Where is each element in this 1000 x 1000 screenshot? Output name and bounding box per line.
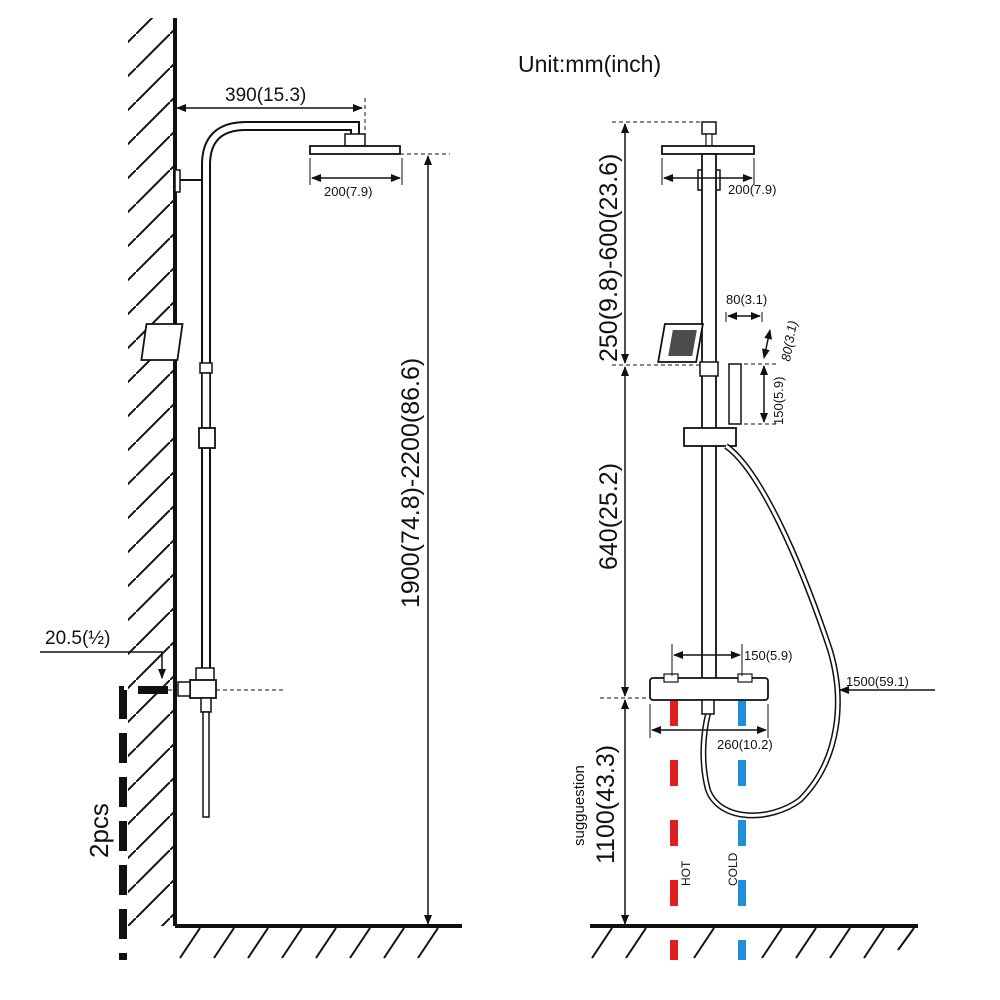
front-head-width-label: 200(7.9) (728, 182, 776, 197)
slide-holder (198, 427, 216, 449)
riser-outer (201, 121, 360, 668)
center-distance-label: 150(5.9) (744, 648, 792, 663)
side-view: 390(15.3) 200(7.9) 1900(74.8)-2200(86.6)… (40, 18, 462, 960)
arm-reach-label: 390(15.3) (225, 85, 306, 106)
suggestion-height-label: 1100(43.3) (592, 745, 620, 864)
cold-label: COLD (726, 852, 740, 886)
quantity-label: 2pcs (84, 803, 114, 858)
mixer-width-label: 260(10.2) (717, 737, 773, 752)
riser-inner (203, 123, 358, 668)
riser-front (701, 153, 717, 683)
hose-length-label: 1500(59.1) (846, 674, 909, 689)
mixer-side (189, 679, 217, 699)
handheld-length-label: 80(3.1) (778, 319, 800, 362)
inlet-size-label: 20.5(½) (45, 628, 110, 649)
slide-holder-front (683, 427, 737, 447)
floor-hatch (179, 927, 439, 959)
hose-outer (700, 443, 841, 819)
bar-height-label: 640(25.2) (595, 463, 623, 570)
head-connector (344, 133, 366, 147)
wall-bracket (174, 169, 181, 193)
head-range-label: 250(9.8)-600(23.6) (595, 154, 623, 362)
shower-head-front (661, 145, 755, 155)
front-view: HOT COLD 250(9.8)-600(23.6) 200(7.9) (571, 121, 935, 960)
suggestion-label: sugguestion (571, 765, 588, 846)
hot-label: HOT (679, 860, 693, 886)
wall-hatch (128, 18, 175, 926)
hose-inner (701, 444, 840, 817)
handheld-width-label: 80(3.1) (726, 292, 767, 307)
holder-height-label: 150(5.9) (771, 377, 786, 425)
inlet-elbow (177, 681, 191, 697)
unit-label: Unit:mm(inch) (518, 51, 661, 77)
head-width-label: 200(7.9) (324, 184, 372, 199)
spout-pipe (202, 711, 210, 818)
floor-hatch-front (591, 927, 915, 959)
handheld-side (140, 323, 184, 361)
total-height-label: 1900(74.8)-2200(86.6) (397, 358, 425, 608)
shower-head-side (309, 145, 401, 155)
